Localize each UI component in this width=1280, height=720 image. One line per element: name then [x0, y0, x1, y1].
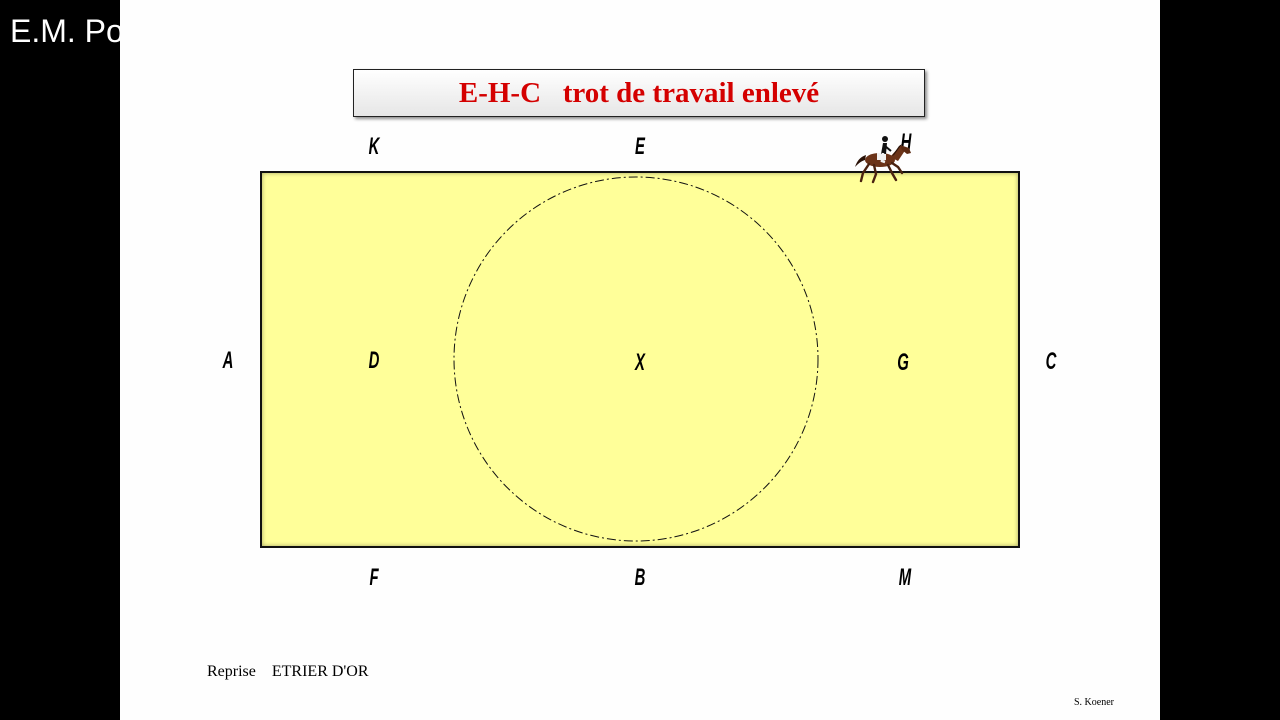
dressage-arena — [260, 171, 1020, 548]
horse-rider-icon — [855, 136, 911, 184]
letter-e: E — [635, 133, 645, 160]
reprise-label: Reprise ETRIER D'OR — [207, 663, 369, 680]
letter-f: F — [369, 564, 379, 591]
author-credit: S. Koener — [1074, 697, 1114, 708]
letter-a: A — [222, 347, 234, 374]
video-overlay-title: E.M. Po — [10, 13, 120, 49]
figure-title-box: E-H-C trot de travail enlevé — [353, 69, 925, 117]
letter-b: B — [634, 564, 646, 591]
letter-c: C — [1045, 348, 1057, 375]
letter-d: D — [368, 347, 380, 374]
letter-k: K — [368, 133, 380, 160]
circle-path — [453, 176, 819, 542]
letter-h: H — [900, 129, 912, 156]
figure-title: E-H-C trot de travail enlevé — [458, 76, 820, 109]
letter-m: M — [898, 564, 912, 591]
letter-g: G — [897, 349, 909, 376]
letter-x: X — [635, 349, 645, 376]
